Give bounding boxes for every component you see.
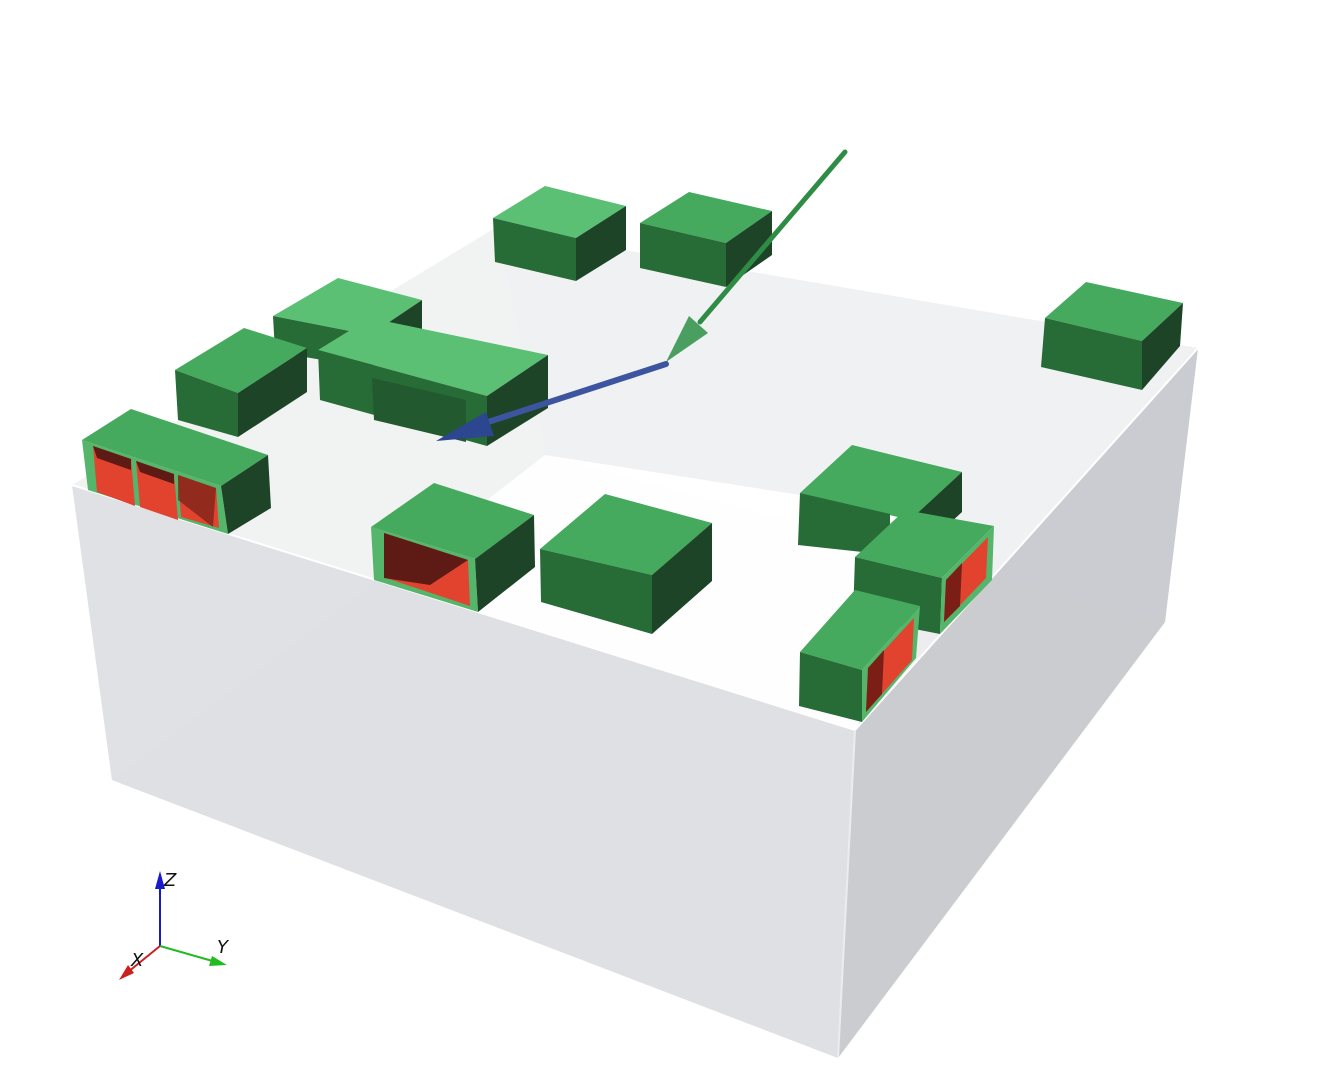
domain-front-right-wall	[838, 348, 1198, 1058]
inflow-vector-head	[666, 316, 708, 362]
inflow-vector	[666, 149, 848, 362]
opening-shadow	[944, 563, 962, 622]
building-block-left-small	[175, 328, 307, 437]
block-right	[221, 455, 271, 534]
z-axis-label: Z	[163, 870, 177, 891]
building-block-back-1	[493, 186, 626, 281]
block-step	[372, 378, 466, 442]
block-right	[487, 355, 548, 446]
block-right	[238, 348, 307, 437]
block-left	[640, 223, 726, 287]
outflow-vector-shaft	[479, 361, 669, 427]
y-axis-arrowhead	[209, 956, 227, 966]
domain-edge-front	[837, 729, 856, 1059]
block-top	[540, 494, 712, 575]
building-blocks	[82, 186, 1183, 722]
block-top	[318, 318, 548, 396]
block-right	[652, 523, 712, 634]
block-right	[726, 211, 772, 287]
block-left	[175, 370, 238, 437]
block-right	[576, 206, 626, 281]
block-top	[800, 590, 920, 670]
block-right	[1142, 303, 1183, 390]
orientation-axes: Z Y X	[119, 870, 230, 980]
building-block-center-left	[371, 483, 535, 612]
outflow-vector-head	[436, 412, 494, 441]
y-axis-label: Y	[217, 937, 230, 958]
x-axis-arrowhead	[119, 965, 134, 980]
block-top	[640, 192, 772, 243]
block-top	[855, 510, 994, 578]
opening-3-shadow	[178, 475, 216, 527]
block-left	[799, 652, 862, 722]
domain-back-right-wall	[495, 228, 1198, 622]
block-left	[493, 218, 576, 281]
building-block-center	[540, 494, 712, 634]
outflow-vector	[436, 361, 669, 441]
block-left	[1041, 318, 1142, 390]
block-top	[82, 409, 268, 486]
x-axis-label: X	[130, 950, 144, 971]
block-top	[371, 483, 534, 559]
opening-2-shadow	[136, 461, 174, 484]
z-axis-arrowhead	[155, 871, 165, 889]
block-top	[800, 445, 962, 520]
building-block-back-2	[640, 192, 772, 287]
building-block-front-left	[82, 409, 271, 534]
building-block-right-front	[799, 590, 920, 722]
inflow-vector-shaft	[697, 149, 848, 325]
opening-shadow	[866, 650, 884, 712]
y-axis-line	[159, 945, 217, 963]
block-top	[175, 328, 307, 393]
opening-1-shadow	[93, 446, 131, 470]
building-block-far-right	[1041, 282, 1183, 390]
domain-front-left-wall	[72, 485, 855, 1058]
building-block-left-cluster-long	[318, 318, 548, 446]
block-top	[1045, 282, 1183, 341]
opening-shadow-top	[384, 533, 468, 585]
block-left	[798, 493, 890, 555]
block-top	[273, 278, 422, 335]
block-right	[475, 515, 535, 612]
block-top	[493, 186, 626, 238]
x-axis-line	[127, 945, 161, 973]
block-left	[540, 549, 652, 634]
